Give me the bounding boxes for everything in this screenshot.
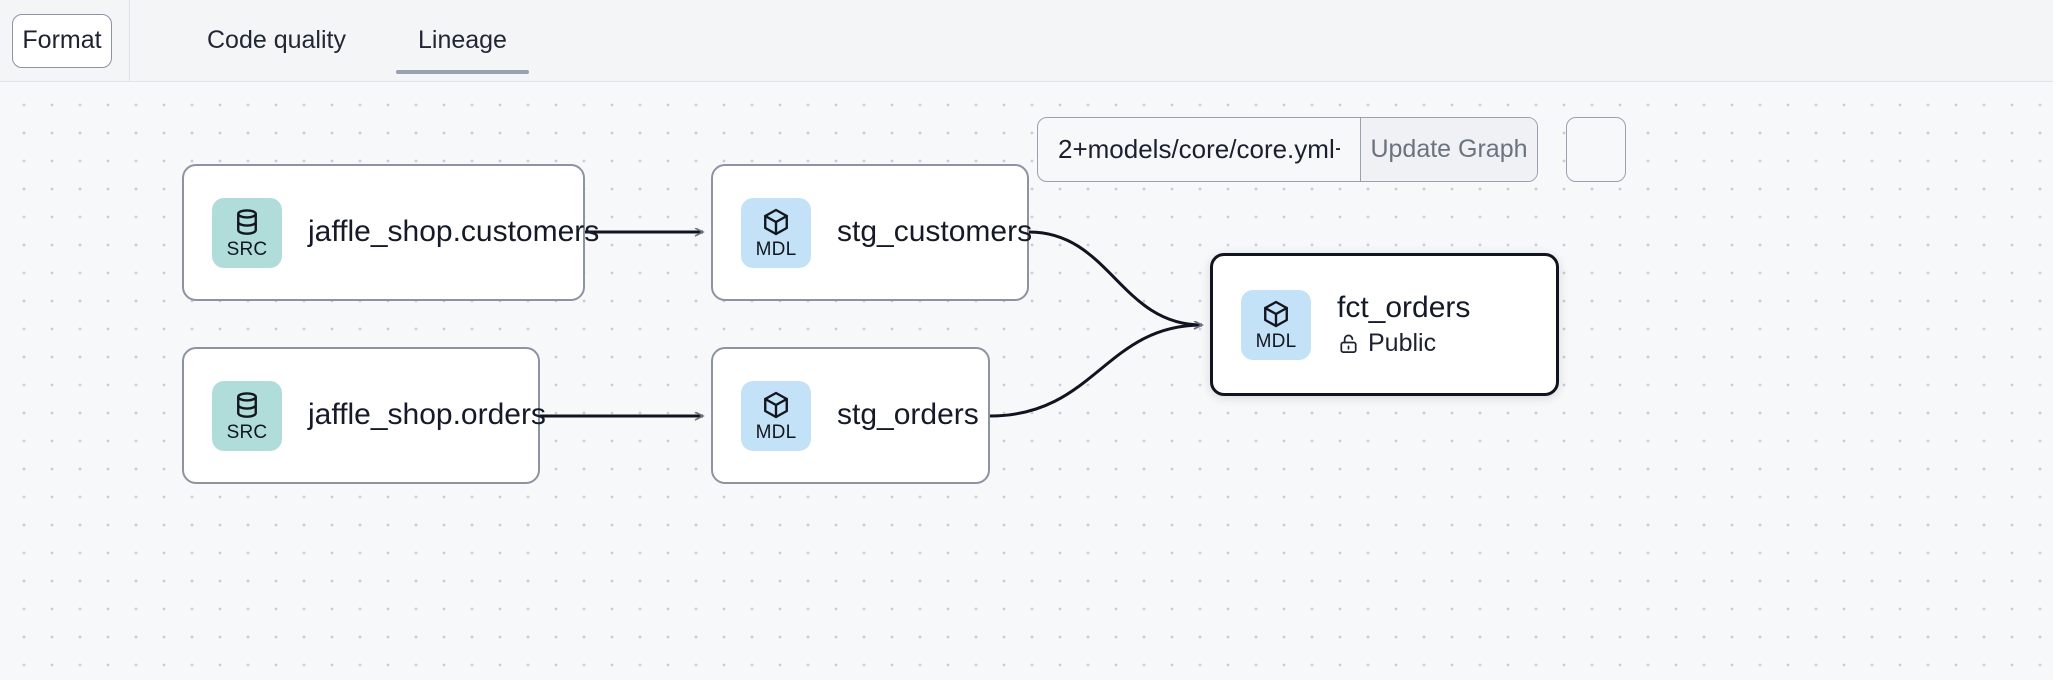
format-button[interactable]: Format	[12, 13, 112, 68]
tab-bar: Code quality Lineage	[185, 0, 529, 82]
node-visibility: Public	[1337, 329, 1470, 358]
node-body: jaffle_shop.orders	[308, 398, 546, 433]
cube-icon	[764, 391, 788, 418]
lineage-node-src-customers[interactable]: SRC jaffle_shop.customers	[182, 164, 600, 301]
lineage-node-src-orders[interactable]: SRC jaffle_shop.orders	[182, 347, 546, 484]
model-badge-label: MDL	[755, 421, 797, 443]
lineage-node-fct-orders[interactable]: MDL fct_orders Public	[1210, 253, 1559, 396]
graph-extra-button[interactable]	[1566, 117, 1626, 182]
node-title: fct_orders	[1337, 290, 1471, 324]
model-badge-label: MDL	[1255, 330, 1297, 352]
node-body: stg_customers	[837, 215, 1033, 250]
cube-icon	[764, 208, 788, 235]
unlock-icon	[1340, 334, 1357, 354]
node-body: jaffle_shop.customers	[308, 215, 600, 250]
cube-icon	[1264, 300, 1288, 327]
source-badge-label: SRC	[226, 421, 268, 443]
node-body: stg_orders	[837, 398, 979, 433]
lineage-node-stg-orders[interactable]: MDL stg_orders	[711, 347, 990, 484]
lineage-canvas[interactable]: SRC jaffle_shop.customers MDL stg_custom…	[0, 82, 2053, 680]
node-title: stg_orders	[837, 398, 979, 432]
model-badge: MDL	[741, 197, 811, 268]
node-title: jaffle_shop.orders	[308, 398, 546, 432]
database-icon	[237, 208, 257, 235]
top-toolbar: Format Code quality Lineage	[0, 0, 2053, 82]
node-title: jaffle_shop.customers	[308, 215, 600, 249]
model-badge: MDL	[741, 380, 811, 451]
model-badge-label: MDL	[755, 238, 797, 260]
node-body: fct_orders Public	[1337, 291, 1470, 359]
toolbar-divider	[129, 0, 130, 82]
graph-controls: Update Graph	[1037, 117, 1626, 182]
lineage-node-stg-customers[interactable]: MDL stg_customers	[711, 164, 1033, 301]
edge-stg-orders-to-fct-orders	[989, 325, 1202, 418]
edge-stg-customers-to-fct-orders	[1028, 230, 1202, 325]
source-badge: SRC	[212, 380, 282, 451]
source-badge: SRC	[212, 197, 282, 268]
update-graph-button[interactable]: Update Graph	[1360, 118, 1537, 181]
node-title: stg_customers	[837, 215, 1033, 249]
model-badge: MDL	[1241, 289, 1311, 360]
source-badge-label: SRC	[226, 238, 268, 260]
selector-group: Update Graph	[1037, 117, 1538, 182]
tab-code-quality[interactable]: Code quality	[207, 26, 346, 54]
tab-lineage[interactable]: Lineage	[395, 0, 529, 82]
graph-selector-input[interactable]	[1038, 118, 1360, 181]
node-visibility-label: Public	[1368, 329, 1437, 358]
database-icon	[237, 391, 257, 418]
